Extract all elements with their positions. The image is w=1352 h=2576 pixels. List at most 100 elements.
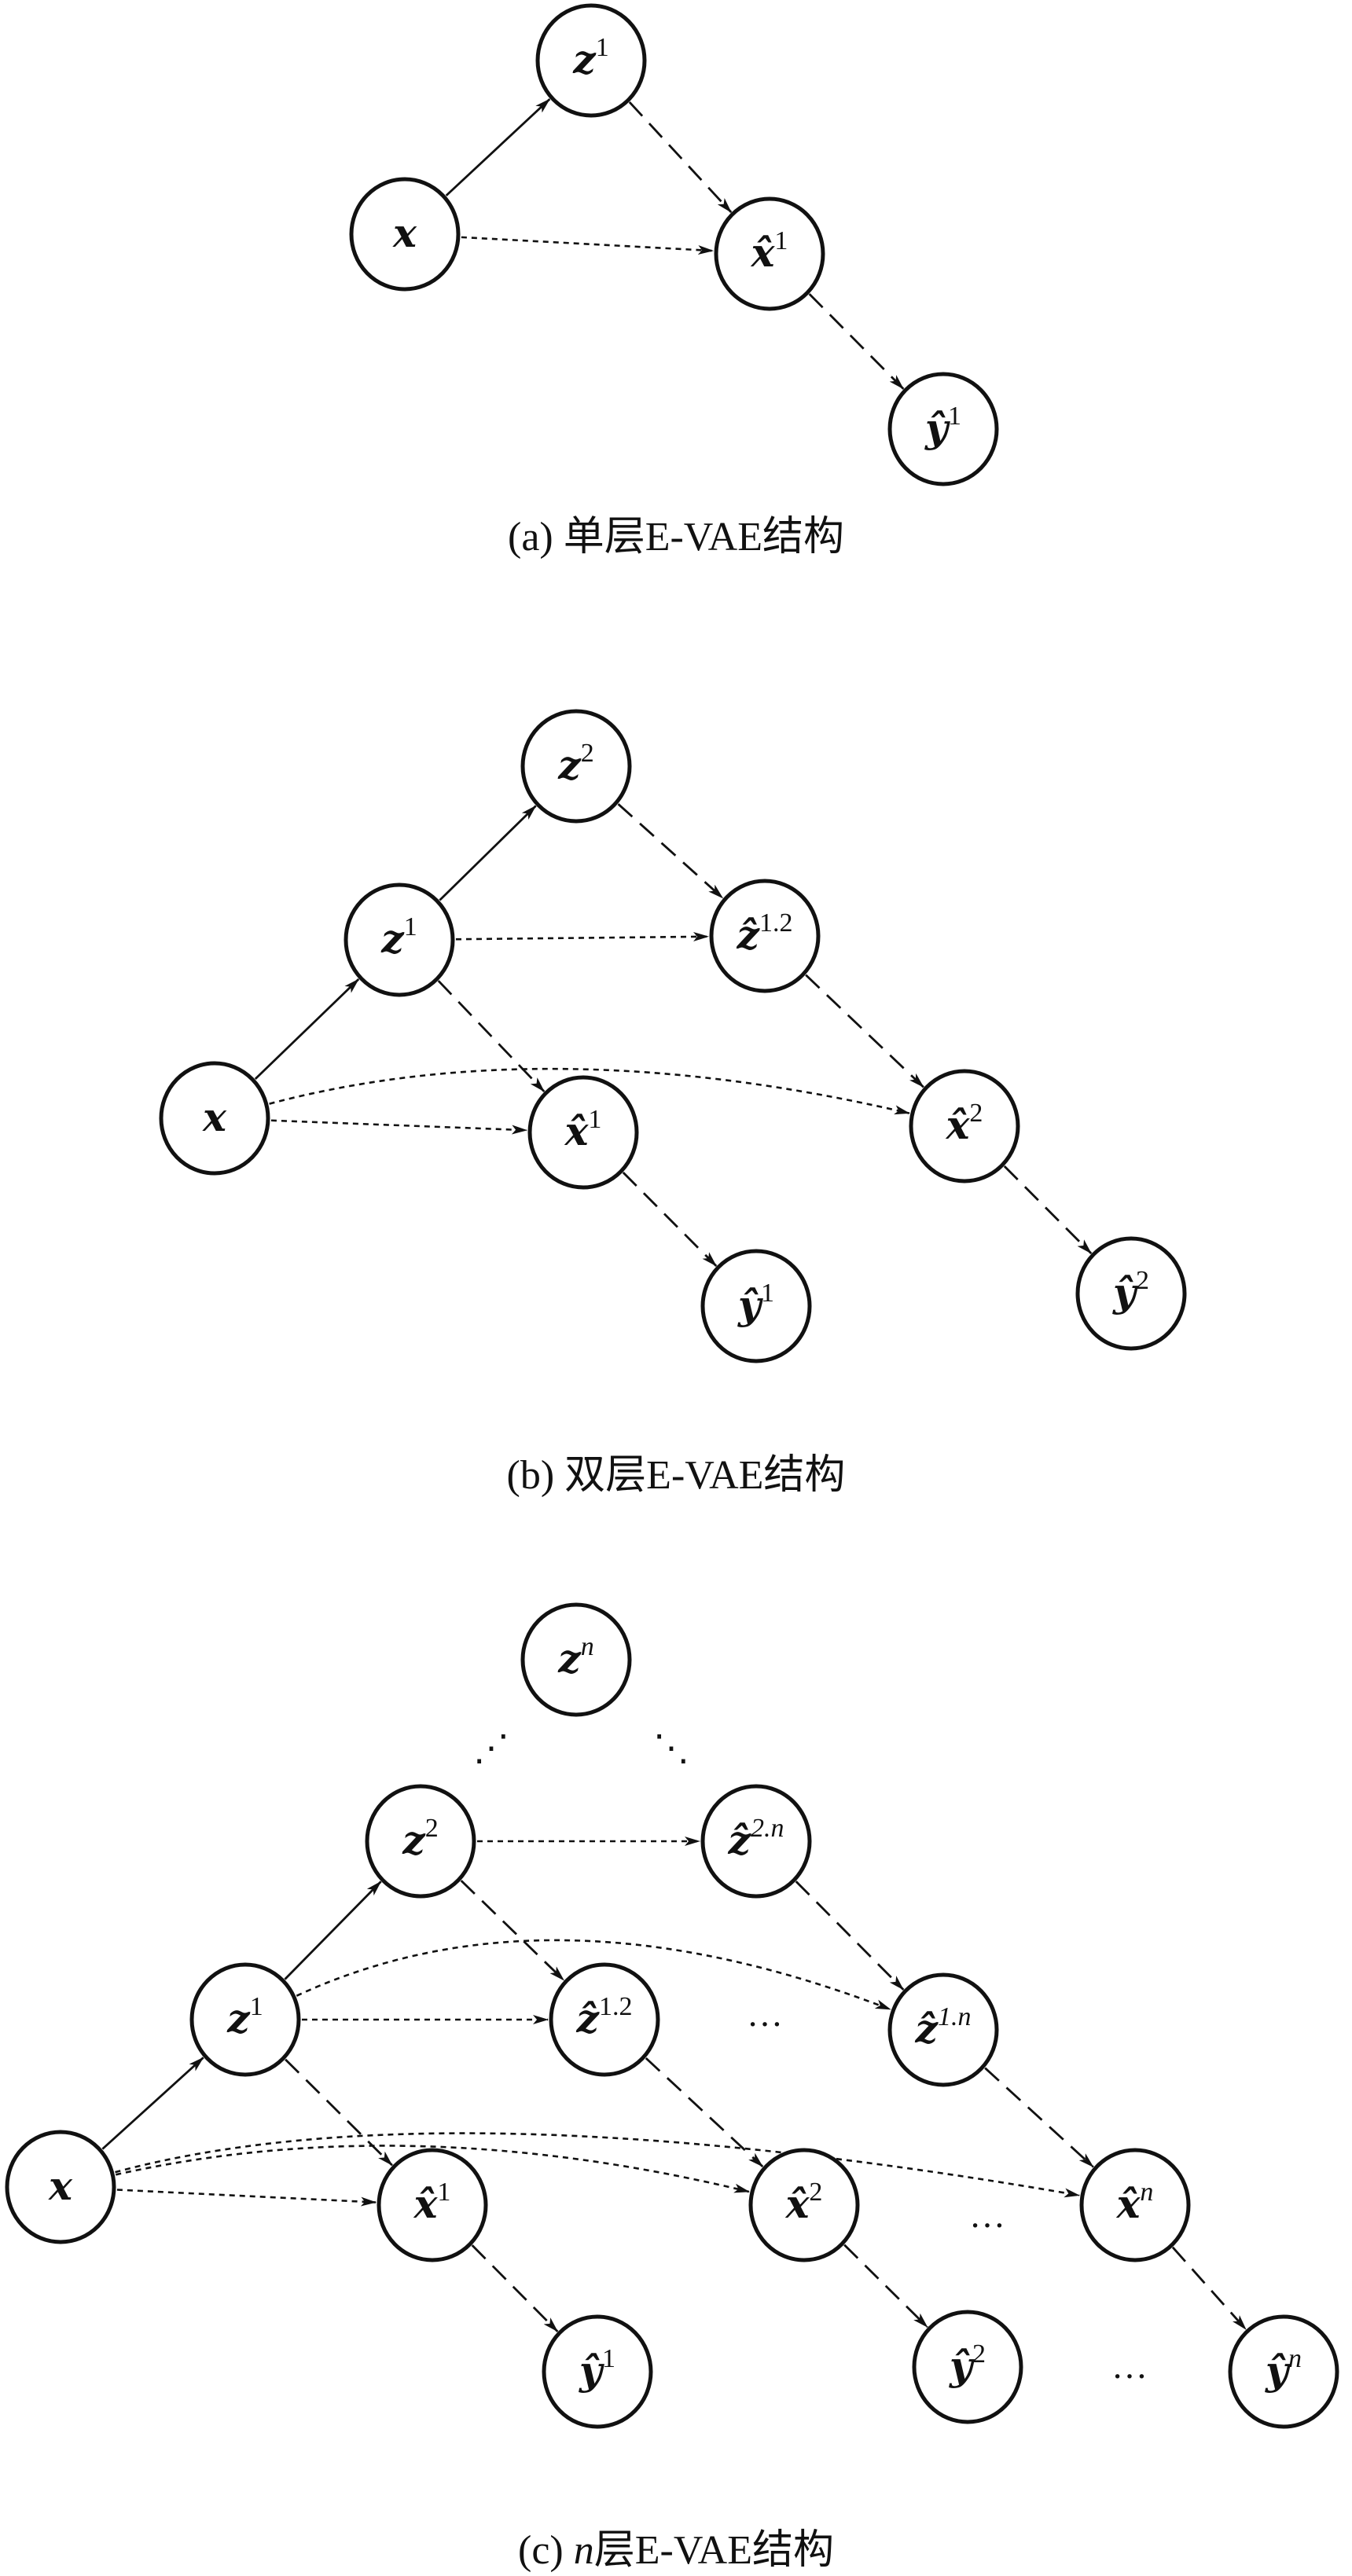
node-circle [1075,1236,1187,1351]
node-label-base: ẑ [576,1995,601,2042]
edge-dashed-zh12-to-xh2 [645,2057,764,2168]
edge-solid-z1-to-z2 [439,805,537,901]
node-circle [520,709,632,824]
node-label-superscript: 2 [969,1099,983,1128]
caption-c-rest: 层E-VAE结构 [594,2528,834,2573]
node-label-base: x [48,2163,73,2209]
node-circle [542,2314,653,2429]
edge-dotted-x-to-xh2 [269,1067,910,1115]
node-xhn: x̂n [1079,2148,1191,2262]
node-z2: z2 [520,709,632,824]
node-label: ŷ2 [949,2339,986,2389]
node-xh2: x̂2 [909,1069,1020,1183]
node-label-superscript: 1.n [938,2002,972,2031]
node-label-base: z [226,1995,251,2042]
node-circle [887,1972,999,2087]
node-label-superscript: 2 [425,1814,439,1843]
node-yh1: ŷ1 [542,2314,653,2429]
edge-dashed-xh2-to-yh2 [1003,1165,1093,1254]
edge-dashed-xh1-to-yh1 [471,2244,559,2332]
node-label-superscript: 1 [774,226,788,255]
edge-dashed-z2-to-zh12 [617,803,724,899]
node-label: z1 [226,1992,263,2042]
node-label-superscript: 1 [948,402,961,431]
node-label-base: z [557,1635,582,1682]
node-label: ŷn [1265,2344,1302,2394]
node-zh2n: ẑ2.n [700,1784,812,1899]
edge-dashed-zh1n-to-xhn [984,2067,1094,2168]
node-label-base: x̂ [946,1102,971,1148]
node-label-base: z [572,36,597,83]
vdots-left: ⋰ [473,1728,509,1768]
node-circle [159,1061,270,1176]
node-label: x̂1 [413,2178,451,2227]
node-circle [535,3,647,118]
edge-solid-x-to-z1 [445,98,551,196]
node-label: zn [557,1632,593,1682]
node-label-superscript: n [1288,2344,1302,2373]
edge-dotted-x-to-xh1 [270,1119,528,1135]
node-circle [527,1075,639,1190]
node-label-superscript: 1 [250,1992,263,2021]
node-label: x [392,210,417,256]
node-circle [909,1069,1020,1183]
node-xh2: x̂2 [748,2148,860,2262]
caption-c: (c) n层E-VAE结构 [518,2528,834,2573]
node-label-superscript: n [1140,2178,1153,2207]
node-label-base: x [202,1094,227,1140]
node-circle [189,1962,301,2077]
node-label: ẑ1.2 [576,1992,633,2042]
node-x: x [349,177,461,292]
node-z2: z2 [365,1784,476,1899]
node-xh1: x̂1 [714,196,825,311]
node-label-base: x̂ [413,2181,439,2227]
edge-solid-z1-to-z2 [284,1881,382,1980]
node-yh1: ŷ1 [887,372,999,486]
caption-c-prefix: (c) [518,2528,574,2573]
node-label-base: z [557,742,582,788]
node-label-base: x̂ [785,2181,810,2227]
edge-dotted-x-to-xh2 [115,2145,751,2193]
node-label-superscript: 2 [809,2178,822,2207]
edge-dotted-z1-to-zh12 [455,931,710,941]
edge-dotted-x-to-xhn [115,2132,1081,2198]
node-label-superscript: n [581,1632,594,1661]
node-label-base: x̂ [1116,2181,1141,2227]
node-yh1: ŷ1 [700,1249,812,1363]
node-label: ŷ1 [737,1279,774,1328]
edge-dotted-x-to-xh1 [461,236,715,255]
edge-dashed-z1-to-xh1 [628,101,733,214]
node-label-superscript: 1 [404,912,417,941]
node-circle [549,1962,660,2077]
node-label-superscript: 1 [437,2178,450,2207]
node-label: ẑ2.n [728,1814,784,1863]
node-zn: zn [520,1602,632,1717]
edge-dashed-zh2n-to-zh1n [795,1881,905,1991]
node-label-base: z [380,916,405,962]
node-label-base: ŷ [579,2347,604,2394]
ddots-right: ⋱ [653,1728,689,1768]
node-circle [912,2310,1023,2424]
node-label-base: ŷ [1265,2347,1291,2394]
edge-solid-x-to-z1 [254,978,360,1080]
node-circle [520,1602,632,1717]
node-label-base: z [402,1817,426,1863]
node-xh1: x̂1 [377,2148,488,2262]
node-label: x̂1 [564,1105,602,1154]
node-circle [887,372,999,486]
edge-dashed-xh1-to-yh1 [808,293,905,390]
node-label-superscript: 2 [581,739,594,768]
node-xh1: x̂1 [527,1075,639,1190]
node-zh12: ẑ1.2 [709,879,821,993]
node-yhn: ŷn [1228,2314,1339,2429]
caption-a: (a) 单层E-VAE结构 [508,515,844,560]
node-label-superscript: 2 [972,2339,986,2369]
node-zh12: ẑ1.2 [549,1962,660,2077]
node-circle [748,2148,860,2262]
node-label: x̂2 [946,1099,983,1148]
node-label-base: ŷ [1112,1269,1138,1316]
node-label: ẑ1.n [915,2002,972,2052]
node-z1: z1 [189,1962,301,2077]
node-label-superscript: 1.2 [599,1992,633,2021]
node-label-superscript: 1.2 [759,908,793,938]
